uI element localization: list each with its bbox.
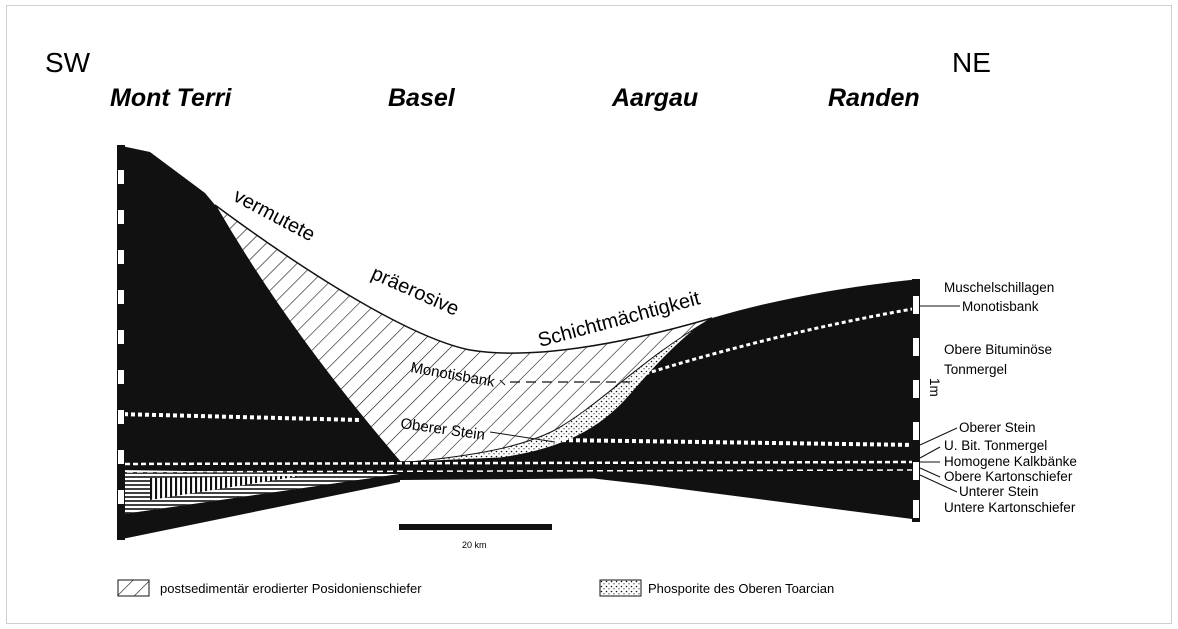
leader-monotisbank <box>499 379 506 386</box>
label-1m-scale: 1m <box>927 378 942 397</box>
leader-oberer-stein-right <box>919 427 958 446</box>
right-scale-column <box>912 279 920 522</box>
label-u-bit-tonmergel: U. Bit. Tonmergel <box>944 438 1047 453</box>
label-homogene-kalkbaenke: Homogene Kalkbänke <box>944 454 1077 469</box>
legend-dots-swatch <box>599 579 642 597</box>
label-untere-kartonschiefer: Untere Kartonschiefer <box>944 500 1076 515</box>
right-labels: Muschelschillagen Monotisbank Obere Bitu… <box>919 280 1077 515</box>
label-unterer-stein: Unterer Stein <box>959 484 1039 499</box>
horizon-obere-kartonschiefer <box>116 469 919 473</box>
legend-hatch-label: postsedimentär erodierter Posidonienschi… <box>160 581 422 596</box>
label-praerosive: präerosive <box>368 262 462 320</box>
left-vertical-striped-wedge <box>150 476 300 500</box>
legend-dots-label: Phosporite des Oberen Toarcian <box>648 581 834 596</box>
phosphorite-band <box>409 317 713 463</box>
locality-mont-terri: Mont Terri <box>110 84 232 112</box>
locality-randen: Randen <box>828 84 920 112</box>
leader-oberer-stein <box>489 431 556 443</box>
horizon-oberer-stein-right <box>554 438 919 447</box>
label-oberer-stein-right: Oberer Stein <box>959 420 1036 435</box>
direction-ne: NE <box>952 47 991 78</box>
scalebar <box>399 524 552 530</box>
locality-aargau: Aargau <box>611 84 698 112</box>
legend-hatch-swatch <box>117 579 150 597</box>
left-bottom-black <box>117 474 400 540</box>
label-tonmergel: Tonmergel <box>944 362 1007 377</box>
horizon-homogene <box>116 460 919 466</box>
scalebar-label: 20 km <box>462 540 487 550</box>
label-obere-kartonschiefer: Obere Kartonschiefer <box>944 469 1073 484</box>
label-monotisbank-right: Monotisbank <box>962 299 1039 314</box>
left-scale-column <box>117 145 125 540</box>
leader-unterer-stein <box>919 474 958 493</box>
direction-sw: SW <box>45 47 91 78</box>
left-black-body <box>117 145 400 500</box>
horizon-monotisbank <box>631 306 919 380</box>
leader-u-bit-tonmergel <box>919 446 941 459</box>
locality-basel: Basel <box>388 84 456 112</box>
figure-frame <box>6 5 1172 624</box>
horizon-oberer-stein-left <box>116 412 361 422</box>
label-muschelschillagen: Muschelschillagen <box>944 280 1054 295</box>
right-black-body <box>400 279 920 520</box>
leader-obere-kartonschiefer <box>919 467 941 478</box>
label-obere-bituminoese: Obere Bituminöse <box>944 342 1052 357</box>
